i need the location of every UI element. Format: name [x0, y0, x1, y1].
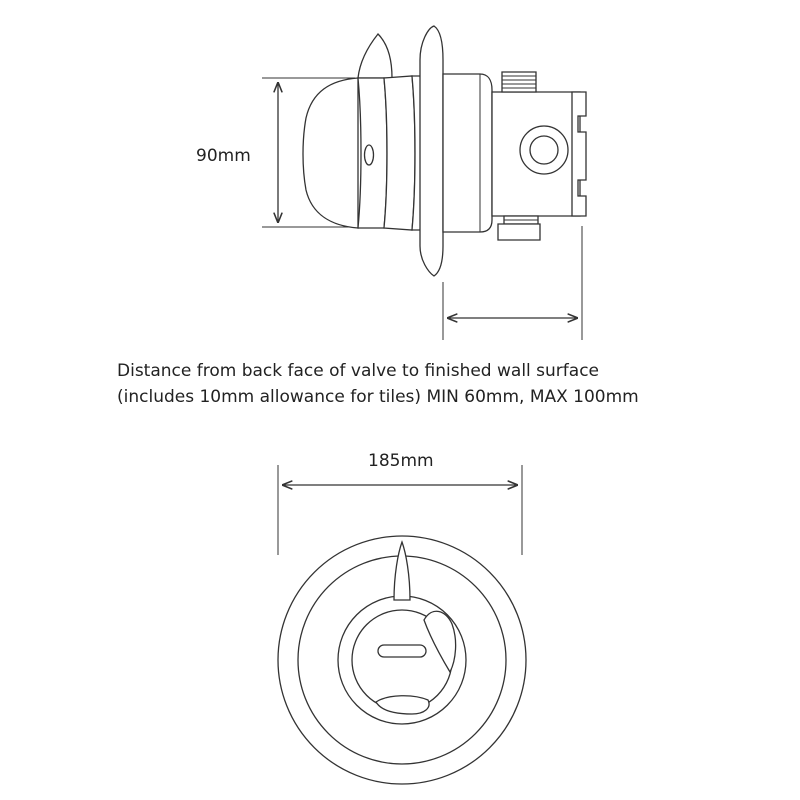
inlet-top — [502, 72, 536, 92]
backplate-flange — [420, 26, 443, 276]
width-dimension-label: 185mm — [368, 451, 434, 471]
front-view — [278, 465, 526, 784]
grip-lobe-bottom — [376, 696, 429, 714]
height-dimension — [262, 78, 355, 227]
lever-top — [358, 34, 392, 78]
width-dimension — [278, 465, 522, 555]
dome-handle — [303, 78, 358, 228]
depth-dimension — [443, 226, 582, 340]
dome-slot — [365, 145, 374, 165]
center-slot — [378, 645, 426, 657]
grip-lobe-right — [424, 611, 456, 672]
distance-note: Distance from back face of valve to fini… — [117, 358, 639, 410]
outlet-bottom — [498, 216, 540, 240]
lever-pointer — [394, 542, 410, 600]
body-collar — [443, 74, 492, 232]
side-port-inner — [530, 136, 558, 164]
distance-note-line-2: (includes 10mm allowance for tiles) MIN … — [117, 387, 639, 407]
distance-note-line-1: Distance from back face of valve to fini… — [117, 361, 599, 381]
height-dimension-label: 90mm — [196, 146, 251, 166]
rib-2 — [384, 76, 415, 230]
side-view — [262, 26, 586, 340]
